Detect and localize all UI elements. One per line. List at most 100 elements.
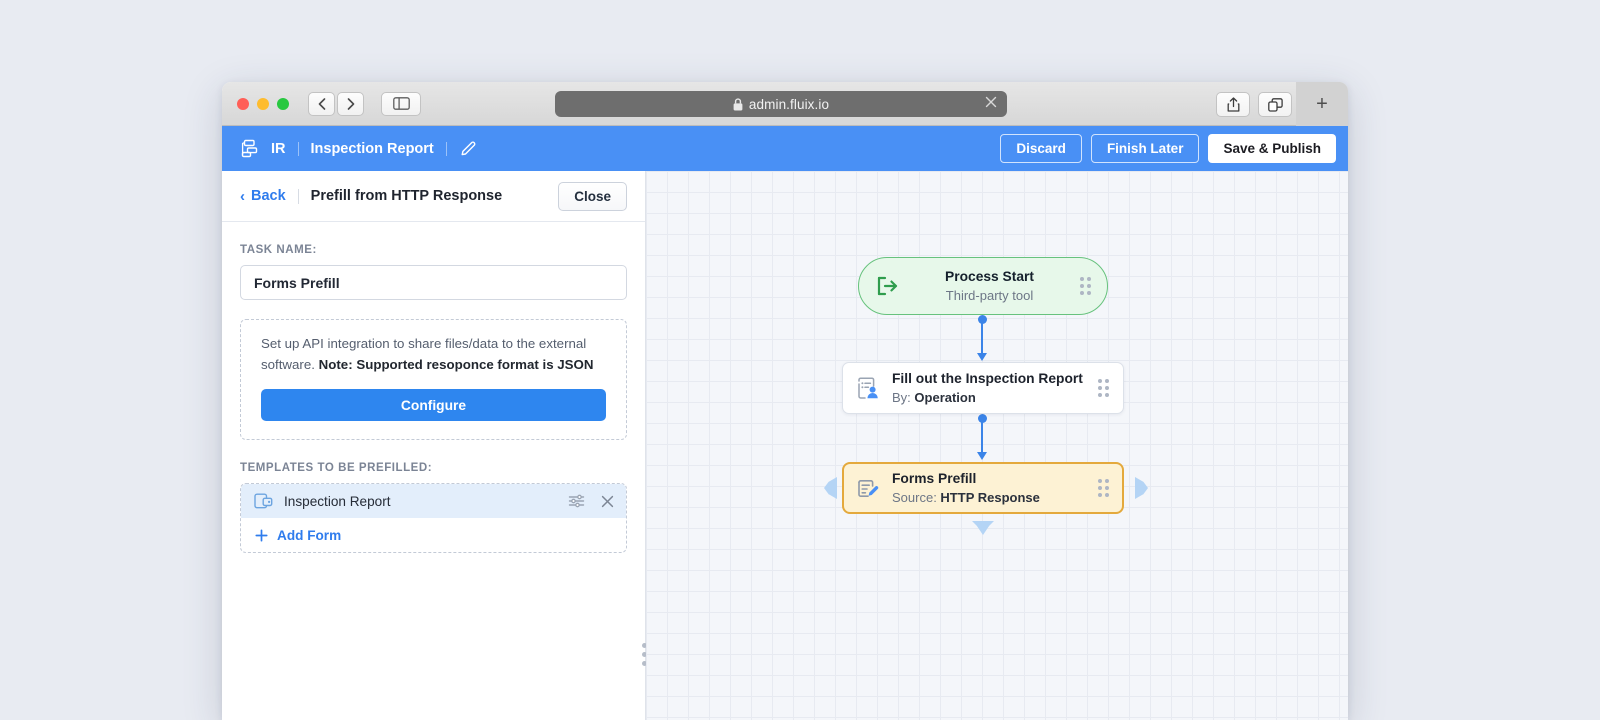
node-subtitle-prefix: Source: [892, 489, 941, 505]
form-user-icon [856, 376, 880, 400]
browser-titlebar: admin.fluix.io + [222, 82, 1348, 126]
list-item[interactable]: Inspection Report [241, 484, 626, 519]
pencil-icon[interactable] [459, 139, 478, 158]
plus-icon [255, 529, 268, 542]
close-icon[interactable] [601, 495, 614, 508]
toolbar-right-buttons [1216, 92, 1292, 117]
close-panel-button[interactable]: Close [558, 181, 627, 211]
add-branch-left-handle[interactable] [824, 477, 837, 499]
node-title: Forms Prefill [892, 470, 977, 486]
templates-label: TEMPLATES TO BE PREFILLED: [240, 462, 433, 475]
breadcrumb-separator [297, 141, 299, 156]
maximize-window-button[interactable] [277, 97, 289, 110]
connector-arrow [976, 452, 987, 460]
form-template-icon [254, 493, 273, 509]
connector-start-task [976, 315, 988, 363]
window-controls [237, 97, 289, 110]
connector-line [981, 418, 983, 454]
tab-overview-icon [1267, 97, 1283, 112]
header-actions: Discard Finish Later Save & Publish [1000, 134, 1336, 163]
drag-grip-icon[interactable] [1080, 277, 1091, 295]
address-bar[interactable]: admin.fluix.io [555, 91, 1007, 117]
breadcrumb-item-ir[interactable]: IR [271, 140, 286, 157]
back-label: Back [251, 188, 286, 204]
node-text: Process Start Third-party tool [899, 268, 1080, 304]
workflow-node-fill-out-inspection-report[interactable]: Fill out the Inspection Report By: Opera… [842, 362, 1124, 414]
node-subtitle: Third-party tool [945, 287, 1034, 303]
node-title: Process Start [945, 268, 1034, 284]
add-form-button[interactable]: Add Form [241, 518, 626, 552]
task-name-input[interactable]: Forms Prefill [240, 265, 627, 300]
workflow-canvas[interactable]: Process Start Third-party tool [646, 171, 1348, 720]
connector-line [981, 319, 983, 355]
add-step-down-handle[interactable] [972, 521, 994, 535]
chevron-left-icon [318, 97, 325, 110]
breadcrumb-item-inspection-report[interactable]: Inspection Report [310, 140, 434, 157]
panel-header-separator [297, 188, 299, 204]
chevron-left-icon: ‹ [240, 187, 245, 205]
share-button[interactable] [1216, 92, 1250, 117]
close-window-button[interactable] [237, 97, 249, 110]
finish-later-button[interactable]: Finish Later [1090, 134, 1200, 163]
panel-header: ‹ Back Prefill from HTTP Response Close [222, 171, 645, 222]
url-text: admin.fluix.io [748, 96, 830, 112]
drag-dot [642, 643, 647, 648]
connector-task-prefill [976, 414, 988, 462]
sidebar-toggle-icon [392, 97, 410, 110]
node-text: Fill out the Inspection Report By: Opera… [892, 370, 1083, 406]
save-publish-button[interactable]: Save & Publish [1208, 134, 1336, 163]
breadcrumb: IR Inspection Report [240, 139, 478, 158]
node-subtitle-value: HTTP Response [940, 489, 1040, 505]
share-icon [1227, 97, 1239, 112]
panel-content: TASK NAME: Forms Prefill Set up API inte… [222, 222, 645, 554]
navigation-buttons [308, 91, 364, 116]
api-description-plain: Set up API integration to share files/da… [261, 336, 587, 372]
sidebar-toggle-button[interactable] [381, 91, 421, 116]
workflow-node-process-start[interactable]: Process Start Third-party tool [858, 257, 1108, 315]
breadcrumb-separator [445, 141, 447, 156]
forward-button[interactable] [337, 91, 364, 116]
new-tab-label: + [1316, 92, 1328, 115]
template-name: Inspection Report [284, 493, 391, 509]
new-tab-button[interactable]: + [1296, 82, 1348, 126]
node-title: Fill out the Inspection Report [892, 370, 1083, 386]
panel-resize-handle[interactable] [640, 643, 649, 666]
templates-list: Inspection Report [240, 483, 627, 554]
settings-panel: ‹ Back Prefill from HTTP Response Close … [222, 171, 649, 720]
browser-window: admin.fluix.io + [222, 82, 1348, 720]
app-header: IR Inspection Report Discard Finish Late… [222, 126, 1348, 171]
add-branch-right-handle[interactable] [1135, 477, 1148, 499]
api-description: Set up API integration to share files/da… [261, 334, 606, 375]
process-start-icon [877, 276, 899, 296]
back-button[interactable]: ‹ Back [240, 188, 286, 204]
node-subtitle: Source: HTTP Response [892, 489, 1040, 507]
page-title: Prefill from HTTP Response [310, 188, 503, 204]
add-form-label: Add Form [277, 527, 342, 543]
drag-grip-icon[interactable] [1098, 379, 1109, 397]
sliders-icon[interactable] [568, 493, 585, 509]
stop-loading-button[interactable] [983, 96, 999, 112]
chevron-right-icon [347, 97, 354, 110]
drag-dot [642, 661, 647, 666]
node-subtitle-prefix: By: [892, 389, 915, 405]
api-integration-box: Set up API integration to share files/da… [240, 319, 627, 441]
workflow-node-forms-prefill[interactable]: Forms Prefill Source: HTTP Response [842, 462, 1124, 514]
api-description-note: Note: Supported resoponce format is JSON [318, 356, 594, 372]
task-name-label: TASK NAME: [240, 244, 317, 256]
workflow-icon[interactable] [240, 139, 259, 158]
template-row-actions [568, 493, 614, 509]
discard-button[interactable]: Discard [1000, 134, 1082, 163]
node-subtitle: By: Operation [892, 389, 1083, 407]
node-subtitle-value: Operation [914, 389, 976, 405]
drag-grip-icon[interactable] [1098, 479, 1109, 497]
tab-overview-button[interactable] [1258, 92, 1292, 117]
form-edit-icon [856, 476, 880, 500]
drag-dot [642, 652, 647, 657]
app-body: ‹ Back Prefill from HTTP Response Close … [222, 171, 1348, 720]
minimize-window-button[interactable] [257, 97, 269, 110]
configure-button[interactable]: Configure [261, 389, 606, 422]
connector-arrow [976, 353, 987, 361]
close-icon [985, 96, 997, 108]
back-button[interactable] [308, 91, 335, 116]
node-text: Forms Prefill Source: HTTP Response [892, 470, 1040, 506]
